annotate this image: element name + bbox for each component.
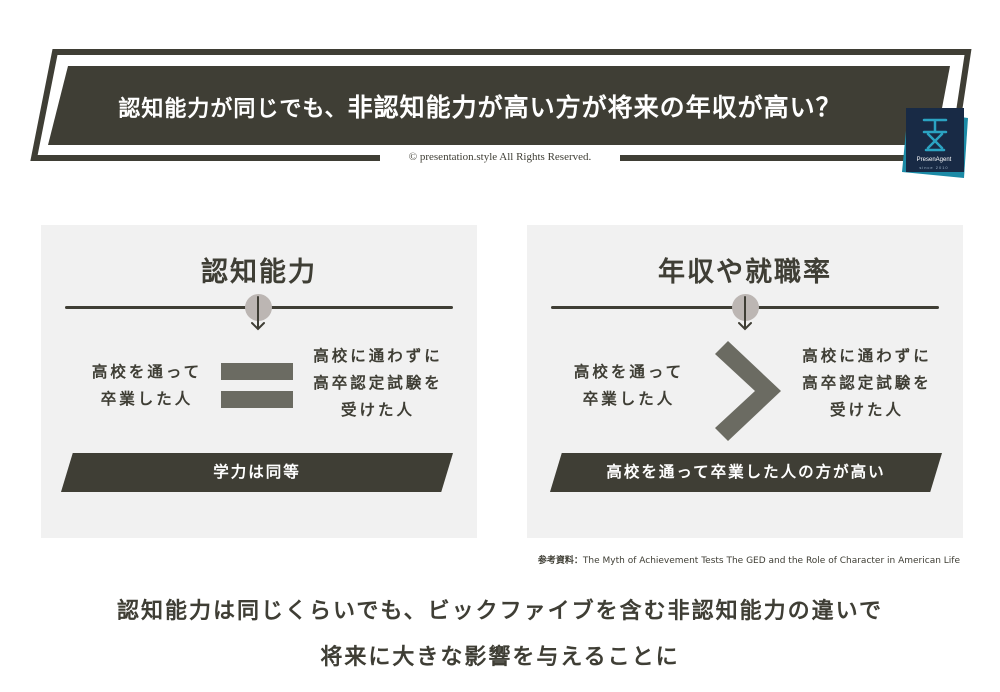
summary-line-1: 認知能力は同じくらいでも、ビックファイブを含む非認知能力の違いで [116, 599, 884, 624]
conclusion-banner: 高校を通って卒業した人の方が高い [550, 453, 942, 492]
left-group-text: 高校を通って 卒業した人 [573, 363, 685, 408]
conclusion-banner: 学力は同等 [61, 453, 453, 492]
right-group-text: 高校に通わずに 高卒認定試験を 受けた人 [313, 347, 443, 419]
arrow-down-icon [738, 296, 752, 331]
summary-line-2: 将来に大きな影響を与えることに [320, 645, 680, 670]
title-prefix: 認知能力が同じでも、 [118, 97, 348, 122]
page-title: 認知能力が同じでも、非認知能力が高い方が将来の年収が高い？ [60, 88, 900, 128]
greater-than-icon [715, 341, 781, 441]
presenagent-logo-icon [902, 108, 968, 178]
equals-icon-top [221, 363, 293, 380]
reference-label: 参考資料： [537, 556, 583, 566]
arrow-down-icon [251, 296, 265, 331]
reference-citation: 参考資料：The Myth of Achievement Tests The G… [500, 554, 960, 568]
left-group-text: 高校を通って 卒業した人 [91, 363, 203, 408]
right-group-text: 高校に通わずに 高卒認定試験を 受けた人 [802, 347, 932, 419]
title-main: 非認知能力が高い方が将来の年収が高い？ [347, 93, 842, 122]
panel-income-employment: 年収や就職率 高校を通って 卒業した人 高校に通わずに 高卒認定試験を 受けた人… [527, 225, 963, 538]
panel-heading: 年収や就職率 [658, 257, 832, 288]
panel-cognitive-ability: 認知能力 高校を通って 卒業した人 高校に通わずに 高卒認定試験を 受けた人 学… [41, 225, 477, 538]
copyright-notice: © presentation.style All Rights Reserved… [380, 149, 620, 165]
logo-since: since 2010 [919, 165, 949, 170]
title-banner: 認知能力が同じでも、非認知能力が高い方が将来の年収が高い？ © presenta… [0, 0, 1000, 190]
reference-text: The Myth of Achievement Tests The GED an… [582, 556, 960, 566]
logo-name: PresenAgent [916, 157, 952, 163]
panel-heading: 認知能力 [201, 257, 317, 288]
equals-icon-bottom [221, 391, 293, 408]
